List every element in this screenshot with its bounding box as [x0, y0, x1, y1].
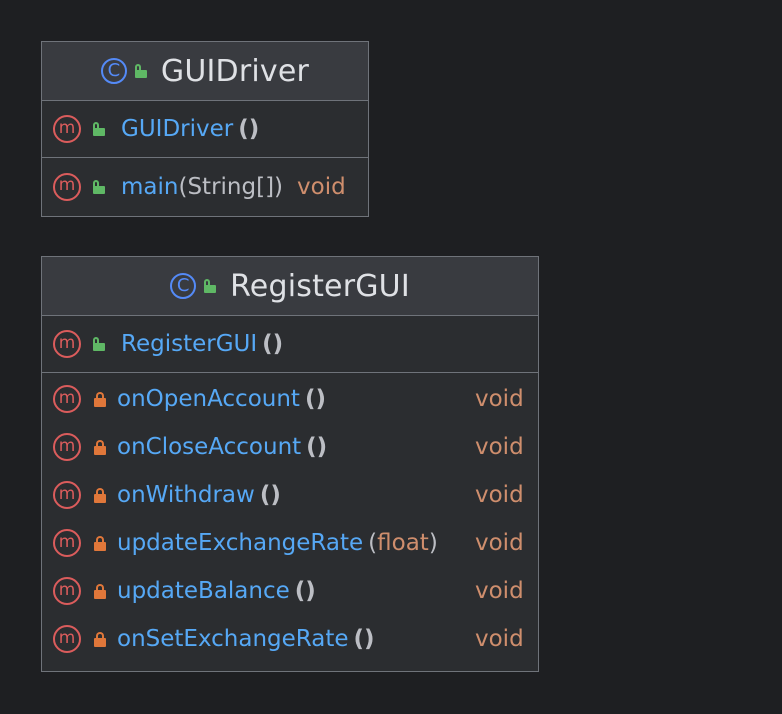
method-name: RegisterGUI	[121, 331, 258, 357]
class-header[interactable]: C GUIDriver	[42, 42, 368, 101]
method-parens: ()	[262, 331, 284, 357]
class-box-registergui[interactable]: C RegisterGUI m RegisterGUI () m onOpenA…	[41, 256, 539, 672]
method-parens: ()	[259, 482, 281, 508]
method-name: onSetExchangeRate	[117, 626, 349, 652]
return-type: void	[475, 386, 524, 412]
method-icon: m	[53, 172, 81, 201]
private-lock-icon	[93, 439, 107, 455]
method-name: onWithdraw	[117, 482, 255, 508]
method-icon: m	[53, 481, 81, 509]
public-lock-icon	[93, 179, 107, 194]
private-lock-icon	[93, 583, 107, 599]
methods-section: m onOpenAccount () void m onCloseAccount…	[42, 373, 538, 663]
private-lock-icon	[93, 631, 107, 647]
method-row-update-exchange-rate[interactable]: m updateExchangeRate ( float ) void	[42, 519, 538, 567]
method-row-main[interactable]: m main ( String[] ) void	[42, 158, 368, 215]
method-row-on-open-account[interactable]: m onOpenAccount () void	[42, 375, 538, 423]
constructor-row[interactable]: m RegisterGUI ()	[42, 316, 538, 372]
return-type: void	[475, 578, 524, 604]
method-icon: m	[53, 577, 81, 605]
public-lock-icon	[134, 64, 149, 78]
method-icon: m	[53, 115, 81, 143]
return-type: void	[475, 434, 524, 460]
method-row-update-balance[interactable]: m updateBalance () void	[42, 567, 538, 615]
class-icon: C	[170, 273, 197, 299]
params-close: )	[428, 530, 438, 556]
class-box-guidriver[interactable]: C GUIDriver m GUIDriver () m main ( Stri…	[41, 41, 369, 217]
private-lock-icon	[93, 487, 107, 503]
method-parens: ()	[304, 386, 326, 412]
method-icon: m	[53, 330, 81, 358]
method-name: onOpenAccount	[117, 386, 300, 412]
method-row-on-close-account[interactable]: m onCloseAccount () void	[42, 423, 538, 471]
method-parens: ()	[353, 626, 375, 652]
private-lock-icon	[93, 535, 107, 551]
method-name: updateExchangeRate	[117, 530, 364, 556]
method-name: updateBalance	[117, 578, 290, 604]
method-icon: m	[53, 385, 81, 413]
class-icon: C	[100, 58, 127, 84]
constructor-section: m GUIDriver ()	[42, 101, 368, 158]
param-type: float	[377, 530, 429, 556]
method-name: GUIDriver	[121, 116, 234, 142]
class-title: GUIDriver	[160, 53, 310, 89]
method-row-on-withdraw[interactable]: m onWithdraw () void	[42, 471, 538, 519]
class-header[interactable]: C RegisterGUI	[42, 257, 538, 316]
return-type: void	[475, 482, 524, 508]
method-parens: ()	[306, 434, 328, 460]
method-parens: ()	[294, 578, 316, 604]
param-type: String[]	[187, 173, 275, 200]
params-open: (	[368, 530, 378, 556]
return-type: void	[475, 626, 524, 652]
return-type: void	[475, 530, 524, 556]
constructor-row[interactable]: m GUIDriver ()	[42, 101, 368, 157]
params-close: )	[274, 173, 284, 200]
method-icon: m	[53, 529, 81, 557]
method-row-on-set-exchange-rate[interactable]: m onSetExchangeRate () void	[42, 615, 538, 663]
params-open: (	[178, 173, 188, 200]
method-parens: ()	[238, 116, 260, 142]
constructor-section: m RegisterGUI ()	[42, 316, 538, 373]
class-title: RegisterGUI	[230, 268, 410, 304]
private-lock-icon	[93, 391, 107, 407]
public-lock-icon	[93, 122, 107, 136]
public-lock-icon	[204, 279, 218, 293]
method-name: main	[121, 173, 179, 200]
method-icon: m	[53, 433, 81, 461]
public-lock-icon	[93, 337, 107, 351]
return-type: void	[297, 173, 346, 200]
method-icon: m	[53, 625, 81, 653]
method-name: onCloseAccount	[117, 434, 302, 460]
methods-section: m main ( String[] ) void	[42, 158, 368, 215]
